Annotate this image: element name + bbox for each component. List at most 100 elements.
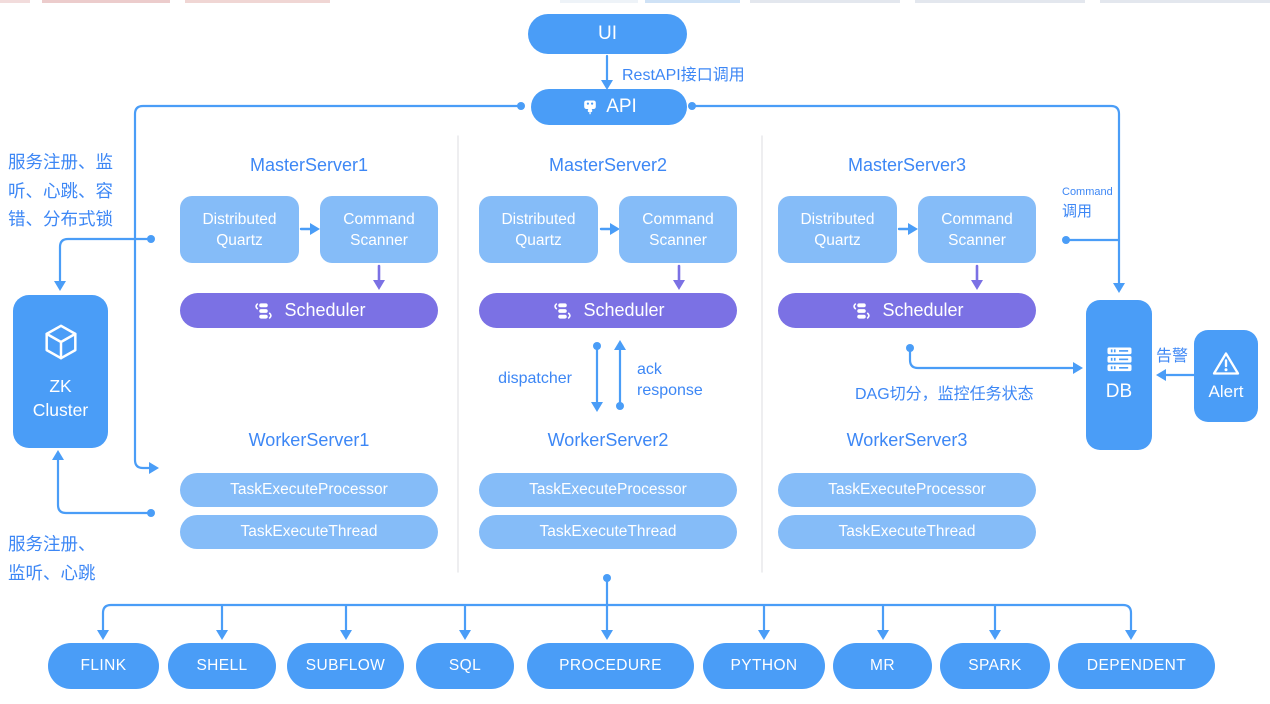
worker-title: WorkerServer3 (846, 430, 968, 450)
box-label: Command (343, 210, 415, 228)
master-server-1: MasterServer1 Distributed Quartz Command… (180, 152, 438, 332)
api-node: API (531, 89, 687, 125)
task-type-flink: FLINK (48, 643, 159, 689)
task-distribution-line (97, 603, 1137, 640)
distributed-quartz-box: Distributed Quartz (778, 196, 897, 263)
worker-register-line: 监听、心跳 (8, 563, 96, 583)
box-label: Scanner (948, 231, 1006, 249)
column-dividers (457, 135, 763, 573)
task-execute-thread-pill: TaskExecuteThread (180, 515, 438, 549)
alert-node: Alert (1194, 330, 1258, 422)
task-type-python: PYTHON (703, 643, 825, 689)
queue-icon (551, 302, 574, 320)
worker-server-1: WorkerServer1 TaskExecuteProcessor TaskE… (180, 428, 438, 553)
ui-api-arrow (601, 54, 613, 90)
command-invoke-label: 调用 (1062, 203, 1093, 220)
queue-icon (252, 302, 275, 320)
worker-title: WorkerServer1 (248, 430, 370, 450)
box-label: Command (642, 210, 714, 228)
scheduler-pill: Scheduler (479, 293, 737, 328)
box-label: Distributed (202, 210, 277, 228)
distributed-quartz-box: Distributed Quartz (180, 196, 299, 263)
task-type-shell: SHELL (168, 643, 276, 689)
queue-icon (850, 302, 873, 320)
strip-segment (645, 0, 740, 3)
command-scanner-box: Command Scanner (918, 196, 1036, 263)
command-scanner-box: Command Scanner (619, 196, 737, 263)
zk-cluster-node: ZK Cluster (13, 295, 108, 448)
zk-cluster-label: Cluster (32, 400, 89, 420)
dispatcher-arrows (591, 340, 626, 412)
worker-server-2: WorkerServer2 TaskExecuteProcessor TaskE… (479, 428, 737, 553)
zk-label: ZK (49, 376, 72, 396)
browser-tab-strip (0, 0, 1270, 4)
ui-label: UI (598, 23, 617, 44)
dag-split-label: DAG切分，监控任务状态 (855, 386, 1034, 403)
master-server-2: MasterServer2 Distributed Quartz Command… (479, 152, 737, 332)
zk-register-label: 服务注册、监 听、心跳、容 错、分布式锁 (8, 148, 113, 234)
response-line: response (637, 382, 703, 399)
scheduler-label: Scheduler (284, 300, 366, 320)
scheduler-label: Scheduler (882, 300, 964, 320)
restapi-call-label: RestAPI接口调用 (622, 67, 745, 84)
box-label: Quartz (216, 231, 263, 249)
strip-segment (185, 0, 330, 3)
task-type-procedure: PROCEDURE (527, 643, 694, 689)
cube-icon (40, 321, 82, 363)
quartz-scanner-arrows (299, 223, 918, 235)
strip-segment (1100, 0, 1270, 3)
scheduler-pill: Scheduler (778, 293, 1036, 328)
task-type-subflow: SUBFLOW (287, 643, 404, 689)
scheduler-label: Scheduler (583, 300, 665, 320)
master-title: MasterServer3 (847, 155, 967, 175)
ui-node: UI (528, 14, 687, 54)
worker-server-3: WorkerServer3 TaskExecuteProcessor TaskE… (778, 428, 1036, 553)
task-execute-processor-pill: TaskExecuteProcessor (479, 473, 737, 507)
worker-zk-link (52, 450, 155, 517)
box-label: Distributed (800, 210, 875, 228)
task-execute-thread-pill: TaskExecuteThread (479, 515, 737, 549)
api-label: API (606, 96, 637, 117)
box-label: Quartz (515, 231, 562, 249)
plug-icon (581, 98, 599, 116)
box-label: Scanner (350, 231, 408, 249)
box-label: Command (941, 210, 1013, 228)
task-execute-processor-pill: TaskExecuteProcessor (180, 473, 438, 507)
zk-register-line: 错、分布式锁 (8, 209, 113, 229)
task-execute-processor-pill: TaskExecuteProcessor (778, 473, 1036, 507)
warning-triangle-icon (1211, 350, 1241, 377)
strip-segment (560, 0, 638, 3)
task-type-dependent: DEPENDENT (1058, 643, 1215, 689)
worker-task-drop (601, 574, 613, 640)
box-label: Distributed (501, 210, 576, 228)
strip-segment (750, 0, 900, 3)
master-zk-link (54, 235, 155, 291)
server-db-icon (1106, 347, 1133, 372)
command-scanner-box: Command Scanner (320, 196, 438, 263)
strip-segment (915, 0, 1085, 3)
command-label: Command (1062, 186, 1113, 198)
master-title: MasterServer2 (548, 155, 668, 175)
strip-segment (42, 0, 170, 3)
alert-label: Alert (1208, 382, 1244, 401)
worker-register-line: 服务注册、 (8, 534, 96, 554)
scheduler-pill: Scheduler (180, 293, 438, 328)
command-stub-line (1062, 236, 1120, 244)
task-execute-thread-pill: TaskExecuteThread (778, 515, 1036, 549)
api-db-line (688, 102, 1125, 293)
db-label: DB (1105, 381, 1133, 402)
distributed-quartz-box: Distributed Quartz (479, 196, 598, 263)
box-label: Quartz (814, 231, 861, 249)
box-label: Scanner (649, 231, 707, 249)
alert-db-arrow (1156, 369, 1196, 381)
strip-segment (0, 0, 30, 3)
worker-title: WorkerServer2 (547, 430, 669, 450)
ack-response-label: ack response (637, 359, 703, 401)
dispatcher-label: dispatcher (498, 370, 572, 387)
task-type-sql: SQL (416, 643, 514, 689)
zk-register-line: 服务注册、监 (8, 152, 113, 172)
zk-register-line: 听、心跳、容 (8, 180, 113, 201)
worker-register-label: 服务注册、 监听、心跳 (8, 530, 96, 588)
